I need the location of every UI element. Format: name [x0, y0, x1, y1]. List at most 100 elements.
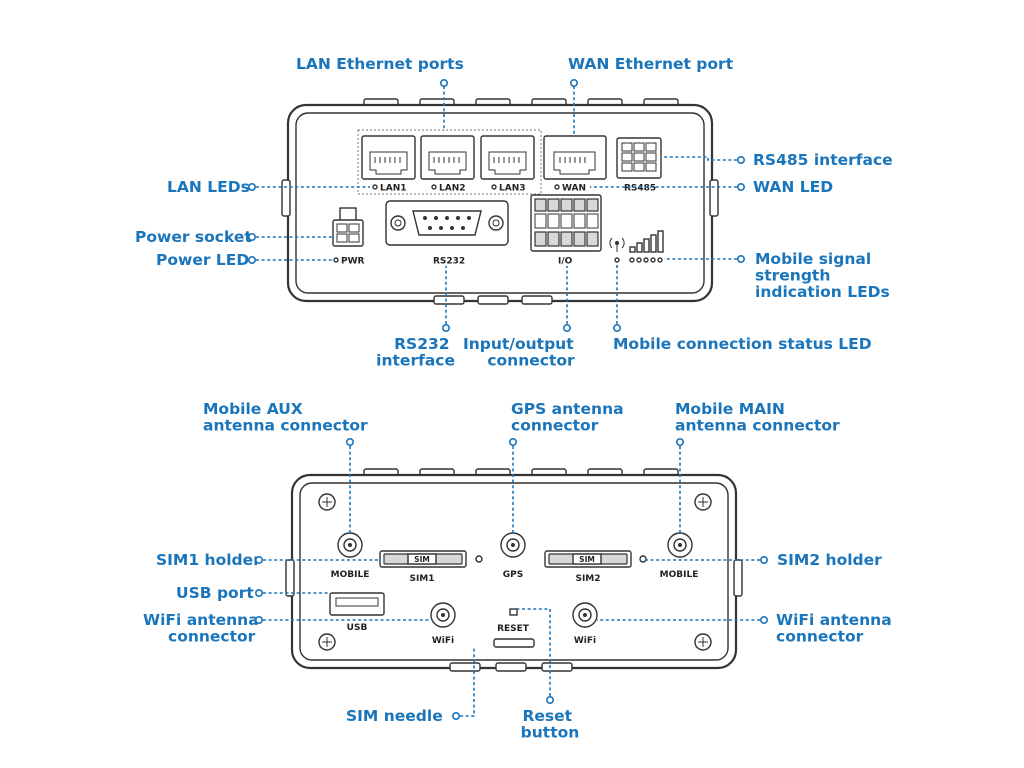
mobile-right-label: MOBILE: [660, 570, 699, 580]
callout-rs232-line-2: interface: [376, 352, 455, 370]
callout-mobile-connection-status-led: Mobile connection status LED: [613, 335, 872, 353]
callout-mobile-aux: Mobile AUX antenna connector: [203, 400, 368, 435]
callout-wifi-left-line-2: connector: [168, 628, 256, 646]
callout-mobile-signal-line-3: indication LEDs: [755, 283, 890, 301]
wan-led: [554, 184, 560, 190]
bottom-callouts: Mobile AUX antenna connector GPS antenna…: [143, 400, 897, 742]
signal-led-4: [650, 257, 656, 263]
power-led: [333, 257, 339, 263]
rs485-label: RS485: [624, 184, 656, 194]
callout-wifi-left-line-1: WiFi antenna: [143, 611, 259, 629]
mobile-connection-status-led: [614, 257, 620, 263]
callout-rs232-interface: RS232 interface: [376, 335, 455, 370]
lan2-led: [431, 184, 437, 190]
callout-io-line-2: connector: [487, 352, 575, 370]
screw-bottom-right: [694, 633, 712, 651]
wifi-left-antenna-connector: [430, 602, 456, 628]
callout-power-socket: Power socket: [135, 228, 252, 246]
reset-label: RESET: [497, 624, 530, 634]
callout-mobile-signal-leds: Mobile signal strength indication LEDs: [755, 250, 890, 301]
callout-io-line-1: Input/output: [463, 335, 574, 353]
lan3-port: [480, 135, 535, 180]
top-callouts: LAN Ethernet ports WAN Ethernet port RS4…: [135, 55, 893, 370]
callout-wifi-right: WiFi antenna connector: [776, 611, 897, 646]
gps-label: GPS: [503, 570, 523, 580]
sim1-holder: [379, 550, 467, 568]
callout-gps-antenna: GPS antenna connector: [511, 400, 629, 435]
lan1-led: [372, 184, 378, 190]
wifi-left-label: WiFi: [432, 636, 454, 646]
callout-rs232-line-1: RS232: [394, 335, 449, 353]
sim-needle-slot: [493, 638, 535, 648]
pwr-label: PWR: [341, 257, 365, 267]
router-back-panel: SIM SIM MOBILE SIM1 GPS SIM2 MOBILE USB …: [285, 468, 743, 672]
lan1-label: LAN1: [380, 184, 407, 194]
callout-power-led: Power LED: [156, 251, 249, 269]
signal-strength-bars: [629, 230, 664, 253]
sim1-tray-label: SIM: [414, 555, 430, 564]
callout-sim2-holder: SIM2 holder: [777, 551, 882, 569]
callout-mobile-signal-line-1: Mobile signal: [755, 250, 871, 268]
usb-label: USB: [347, 623, 368, 633]
callout-mobile-aux-line-2: antenna connector: [203, 417, 368, 435]
callout-mobile-main: Mobile MAIN antenna connector: [675, 400, 840, 435]
mobile-aux-antenna-connector: [337, 532, 363, 558]
sim2-eject-hole: [639, 555, 647, 563]
callout-sim1-holder: SIM1 holder: [156, 551, 261, 569]
callout-reset-line-2: button: [521, 724, 580, 742]
callout-sim-needle: SIM needle: [346, 707, 443, 725]
callout-mobile-aux-line-1: Mobile AUX: [203, 400, 303, 418]
callout-io-connector: Input/output connector: [463, 335, 579, 370]
rs485-connector: [616, 137, 662, 179]
gps-antenna-connector: [500, 532, 526, 558]
callout-wifi-left: WiFi antenna connector: [143, 611, 264, 646]
mobile-main-antenna-connector: [667, 532, 693, 558]
wifi-right-antenna-connector: [572, 602, 598, 628]
sim1-label: SIM1: [409, 574, 434, 584]
sim1-eject-hole: [475, 555, 483, 563]
callout-mobile-main-line-1: Mobile MAIN: [675, 400, 785, 418]
io-connector: [530, 194, 602, 252]
callout-lan-leds: LAN LEDs: [167, 178, 250, 196]
router-front-panel: LAN1 LAN2 LAN3 WAN RS485 PWR: [281, 98, 719, 305]
lan2-port: [420, 135, 475, 180]
rs232-label: RS232: [433, 257, 465, 267]
lan3-label: LAN3: [499, 184, 526, 194]
reset-button: [509, 608, 518, 616]
callout-gps-line-2: connector: [511, 417, 599, 435]
callout-rs485-interface: RS485 interface: [753, 151, 893, 169]
callout-usb-port: USB port: [176, 584, 254, 602]
sim2-label: SIM2: [575, 574, 600, 584]
antenna-signal-icon: [609, 237, 625, 252]
lan3-led: [491, 184, 497, 190]
power-socket: [332, 207, 364, 247]
callout-mobile-main-line-2: antenna connector: [675, 417, 840, 435]
wifi-right-label: WiFi: [574, 636, 596, 646]
sim2-holder: [544, 550, 632, 568]
lan-ports-group: [357, 129, 542, 195]
callout-lan-ethernet-ports: LAN Ethernet ports: [296, 55, 464, 73]
callout-wan-ethernet-port: WAN Ethernet port: [568, 55, 734, 73]
signal-led-5: [657, 257, 663, 263]
sim2-tray-label: SIM: [579, 555, 595, 564]
wan-label: WAN: [562, 184, 586, 194]
callout-reset-line-1: Reset: [522, 707, 572, 725]
wan-port: [543, 135, 607, 180]
lan1-port: [361, 135, 416, 180]
callout-wan-led: WAN LED: [753, 178, 833, 196]
callout-reset-button: Reset button: [521, 707, 580, 742]
rs232-connector: [385, 200, 509, 246]
io-label: I/O: [558, 257, 573, 267]
signal-led-1: [629, 257, 635, 263]
callout-gps-line-1: GPS antenna: [511, 400, 624, 418]
lan2-label: LAN2: [439, 184, 466, 194]
callout-wifi-right-line-1: WiFi antenna: [776, 611, 892, 629]
callout-mobile-signal-line-2: strength: [755, 267, 830, 285]
screw-top-right: [694, 493, 712, 511]
usb-port: [329, 592, 385, 616]
screw-bottom-left: [318, 633, 336, 651]
mobile-left-label: MOBILE: [331, 570, 370, 580]
callout-wifi-right-line-2: connector: [776, 628, 864, 646]
screw-top-left: [318, 493, 336, 511]
signal-led-2: [636, 257, 642, 263]
